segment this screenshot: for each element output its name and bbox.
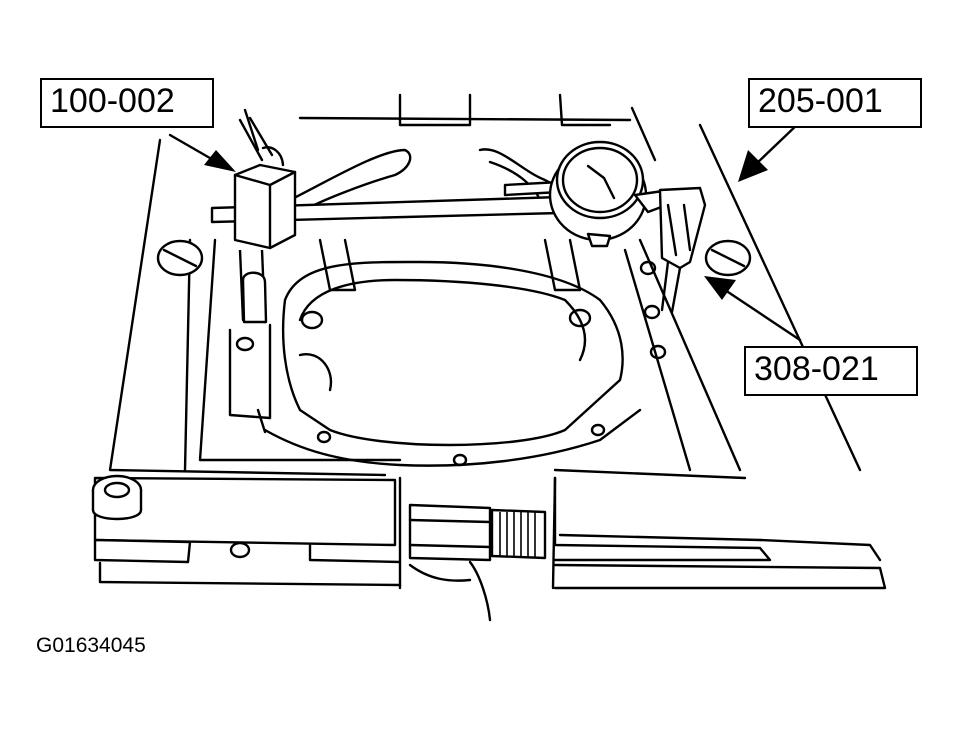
front-bridge-plate — [91, 474, 402, 587]
figure-id-label: G01634045 — [36, 634, 146, 657]
center-spline-hub — [398, 476, 557, 622]
leader-arrow-308-021 — [704, 276, 802, 342]
dial-indicator — [548, 140, 690, 248]
block-right-edge — [630, 106, 882, 562]
right-bridge-plate — [553, 476, 887, 590]
clamp-308-021 — [658, 186, 707, 314]
engine-block-deck — [108, 93, 747, 480]
holder-block-100-002 — [233, 116, 297, 324]
callout-308-021: 308-021 — [744, 346, 918, 396]
cylinder-bore-opening — [256, 238, 642, 467]
leader-arrow-205-001 — [738, 120, 802, 182]
callout-205-001: 205-001 — [748, 78, 922, 128]
slotted-screw-left — [156, 239, 204, 277]
slotted-screw-right — [704, 239, 752, 277]
leader-arrow-100-002 — [168, 133, 236, 172]
callout-100-002: 100-002 — [40, 78, 214, 128]
